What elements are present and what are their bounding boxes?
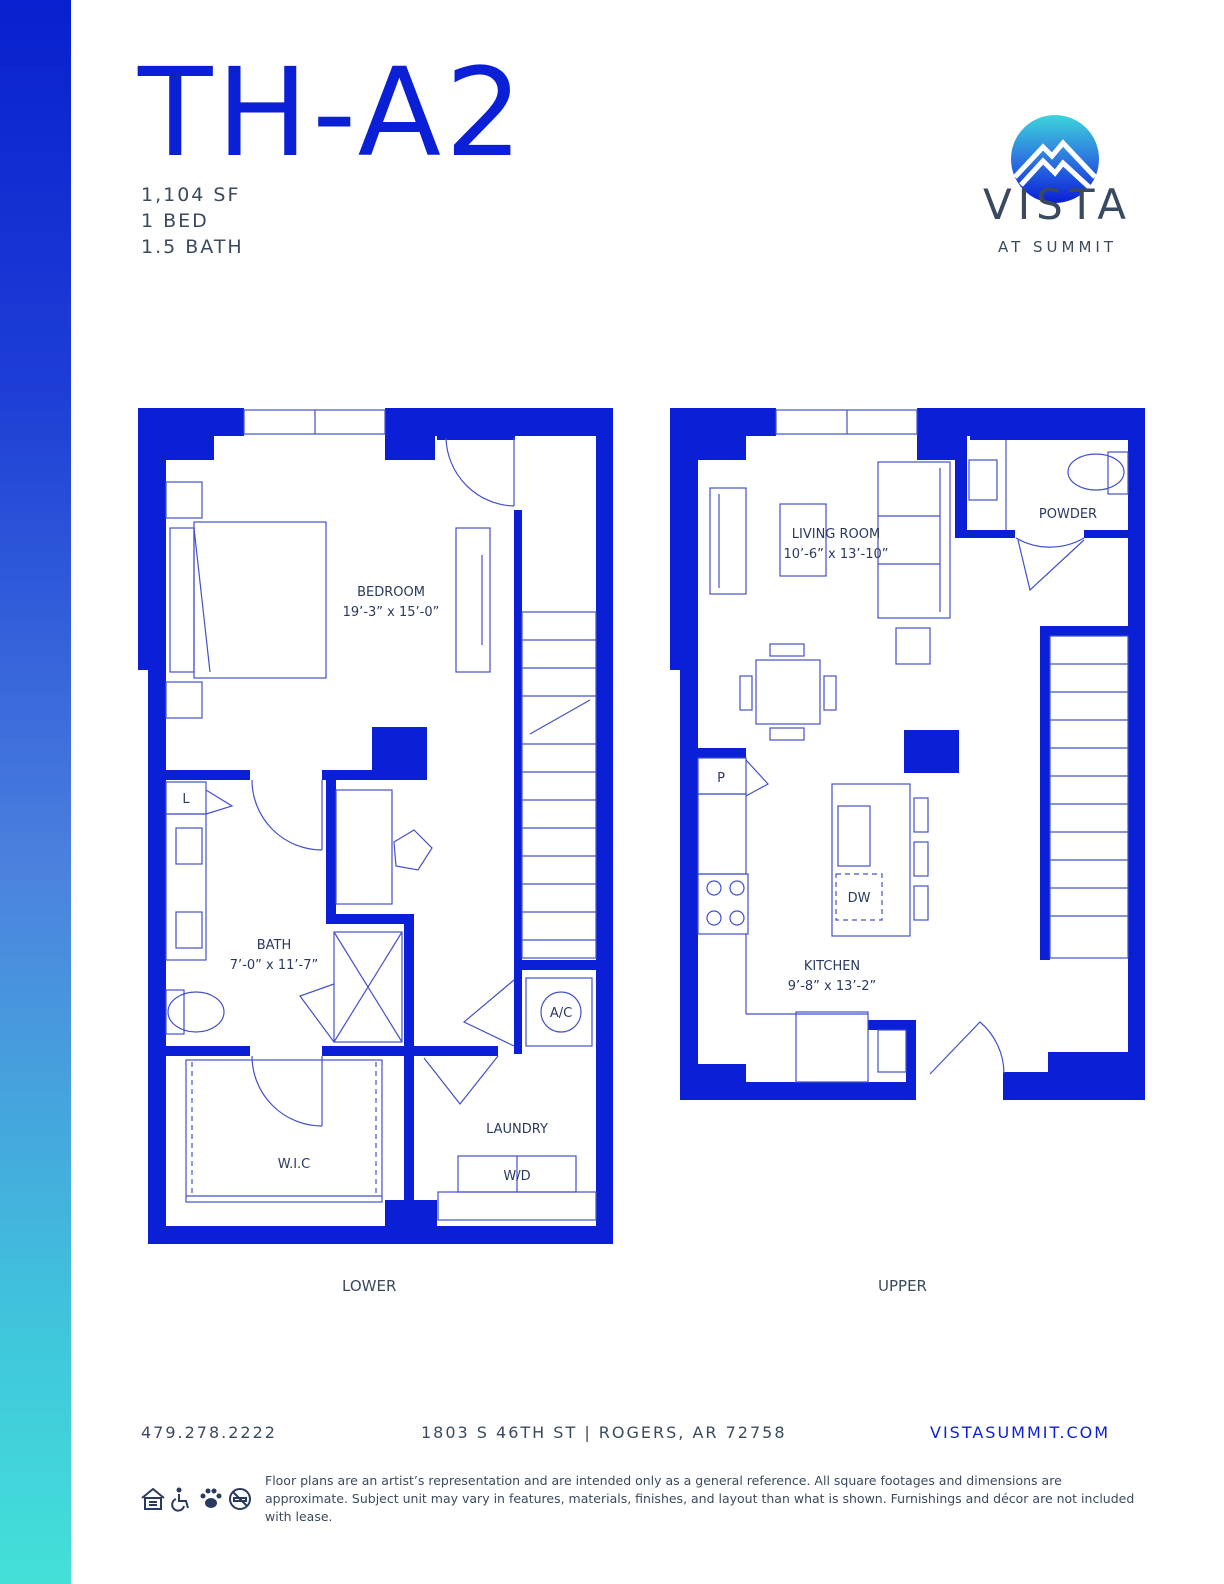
pantry-label: P (717, 771, 725, 786)
lower-floor-plan: BEDROOM 19’-3” x 15’-0” L BATH 7’-0” x 1… (138, 408, 613, 1244)
lower-room-labels: BEDROOM 19’-3” x 15’-0” L BATH 7’-0” x 1… (182, 585, 572, 1184)
lower-furniture (165, 409, 597, 1221)
unit-square-feet: 1,104 SF (141, 184, 241, 206)
powder-label: POWDER (1039, 507, 1097, 522)
ac-label: A/C (550, 1006, 572, 1021)
unit-baths: 1.5 BATH (141, 236, 244, 258)
lower-walls (138, 408, 613, 1244)
bath-label: BATH (257, 938, 292, 953)
upper-room-labels: LIVING ROOM 10’-6” x 13’-10” POWDER P DW… (717, 507, 1097, 994)
pet-friendly-icon (200, 1488, 222, 1508)
compliance-icons (141, 1487, 251, 1512)
unit-title: TH-A2 (138, 42, 527, 184)
side-gradient-bar (0, 0, 71, 1584)
upper-level-label: UPPER (878, 1277, 927, 1295)
living-room-label: LIVING ROOM (792, 527, 880, 542)
mountain-circle-logo-icon (1011, 115, 1099, 203)
upper-furniture (697, 409, 1129, 1083)
bedroom-label: BEDROOM (357, 585, 425, 600)
phone-number[interactable]: 479.278.2222 (141, 1423, 277, 1442)
kitchen-label: KITCHEN (804, 959, 860, 974)
upper-walls (670, 408, 1145, 1100)
brand-name: VISTA (983, 180, 1132, 229)
disclaimer-text: Floor plans are an artist’s representati… (265, 1473, 1135, 1524)
equal-housing-icon (141, 1487, 165, 1510)
website-link[interactable]: VISTASUMMIT.COM (930, 1423, 1111, 1442)
lower-level-label: LOWER (342, 1277, 397, 1295)
upper-floor-plan: LIVING ROOM 10’-6” x 13’-10” POWDER P DW… (670, 408, 1145, 1100)
dishwasher-label: DW (848, 891, 871, 906)
no-smoking-icon (229, 1488, 251, 1510)
linen-closet-label: L (182, 792, 190, 807)
kitchen-dims: 9’-8” x 13’-2” (788, 979, 876, 994)
living-room-dims: 10’-6” x 13’-10” (784, 547, 889, 562)
washer-dryer-label: W/D (503, 1169, 530, 1184)
bedroom-dims: 19’-3” x 15’-0” (343, 605, 440, 620)
street-address: 1803 S 46TH ST | ROGERS, AR 72758 (421, 1423, 787, 1442)
wic-label: W.I.C (278, 1157, 311, 1172)
floor-plans: BEDROOM 19’-3” x 15’-0” L BATH 7’-0” x 1… (138, 408, 1145, 1244)
brand-tagline: AT SUMMIT (998, 238, 1117, 256)
bath-dims: 7’-0” x 11’-7” (230, 958, 318, 973)
unit-beds: 1 BED (141, 210, 209, 232)
laundry-label: LAUNDRY (486, 1122, 548, 1137)
accessibility-icon (171, 1487, 189, 1512)
